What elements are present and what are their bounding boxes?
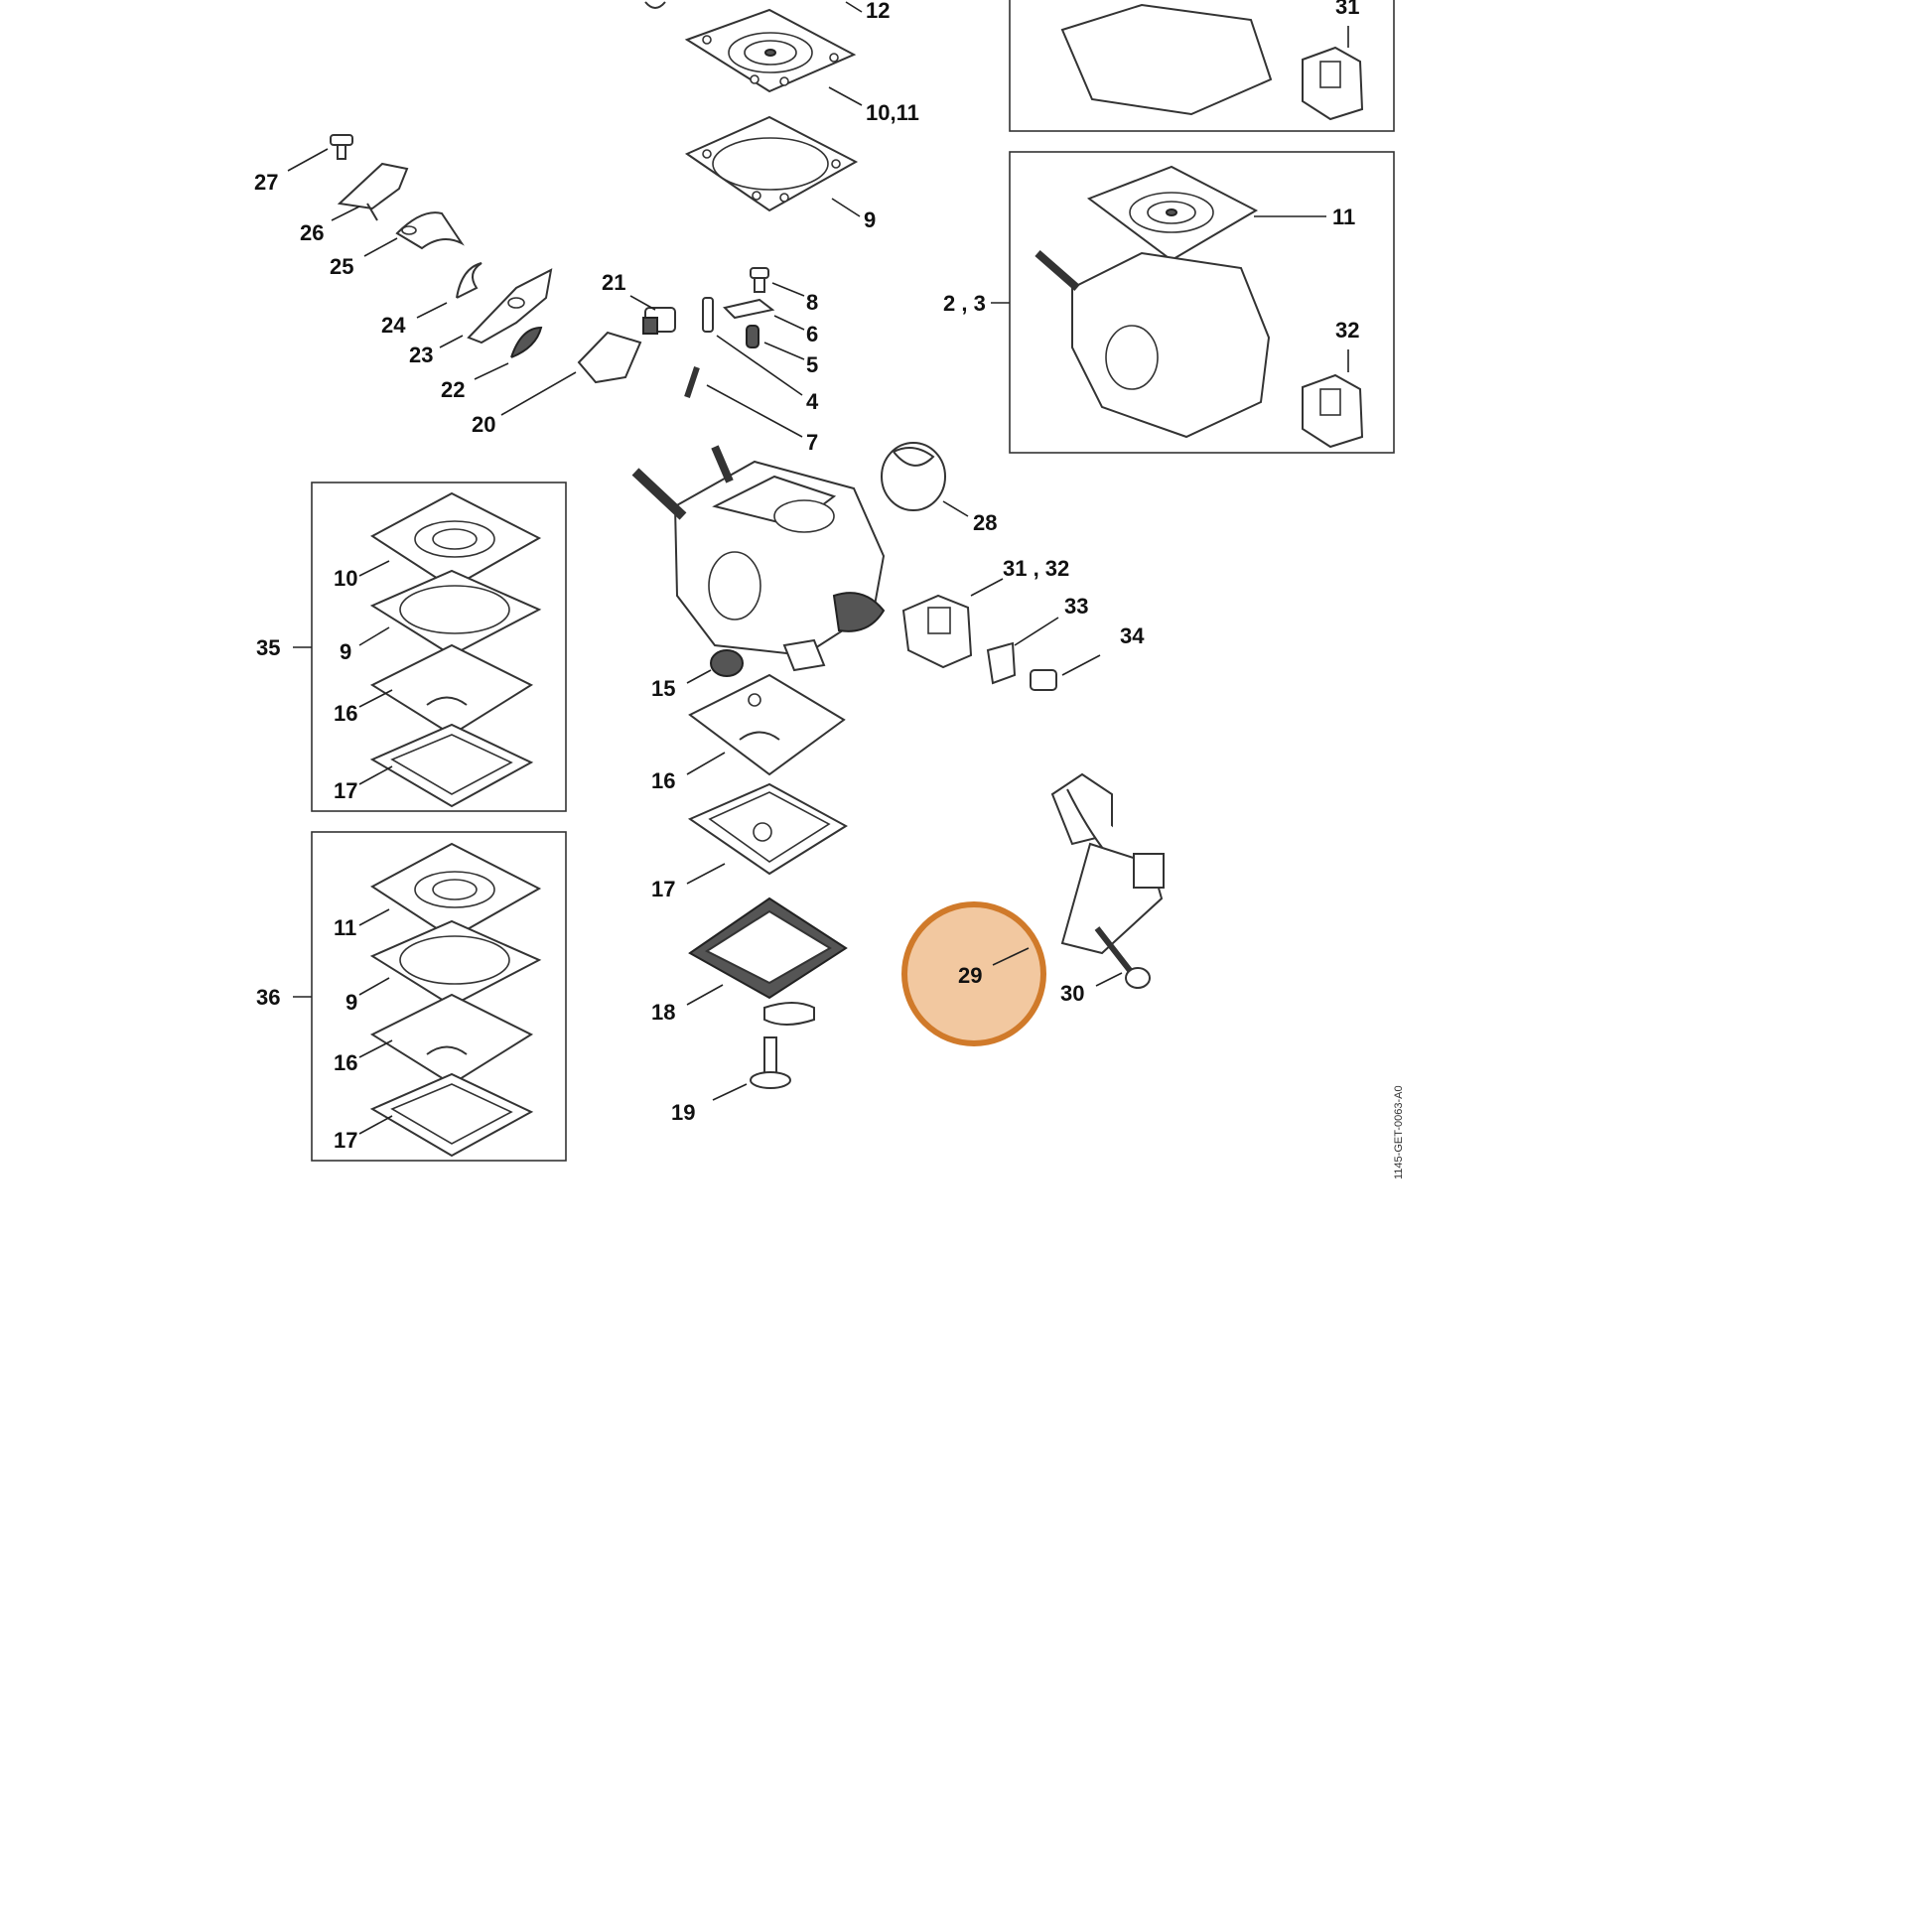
callout-17-k36[interactable]: 17 [334, 1128, 357, 1153]
part-12-screw[interactable] [644, 1, 863, 13]
part-22-spring[interactable] [474, 326, 543, 380]
callout-22[interactable]: 22 [441, 377, 465, 402]
callout-24[interactable]: 24 [381, 313, 406, 338]
callout-23[interactable]: 23 [409, 343, 433, 367]
part-34-screw[interactable] [1030, 654, 1101, 691]
part-21-screw[interactable] [629, 295, 676, 335]
part-7-shaft[interactable] [684, 366, 803, 438]
callout-19[interactable]: 19 [671, 1100, 695, 1125]
callout-7[interactable]: 7 [806, 430, 818, 455]
callout-32-box[interactable]: 32 [1335, 318, 1359, 343]
callout-16-k36[interactable]: 16 [334, 1050, 357, 1075]
callout-20[interactable]: 20 [472, 412, 495, 437]
part-26-lever[interactable] [331, 162, 409, 221]
part-19-screw[interactable] [712, 1036, 791, 1101]
part-29-throttle-lever[interactable] [992, 772, 1165, 972]
callout-11-k36[interactable]: 11 [334, 915, 356, 940]
part-31-32-plug[interactable] [901, 578, 1004, 669]
part-24-spring[interactable] [416, 262, 483, 319]
part-28-cap[interactable] [881, 442, 969, 517]
callout-36[interactable]: 36 [256, 985, 280, 1010]
callout-35[interactable]: 35 [256, 635, 280, 660]
variant-box-2-3 [991, 151, 1395, 454]
part-20-bearing-block[interactable] [500, 331, 642, 416]
callout-15[interactable]: 15 [651, 676, 675, 701]
kit-box-36 [293, 831, 567, 1162]
callout-9-top[interactable]: 9 [864, 207, 876, 232]
part-5-spring[interactable] [746, 325, 805, 360]
callout-8[interactable]: 8 [806, 290, 818, 315]
part-16-metering-gasket[interactable] [686, 673, 846, 776]
callout-28[interactable]: 28 [973, 510, 997, 535]
part-25-lever[interactable] [363, 211, 465, 257]
callout-9-k35[interactable]: 9 [340, 639, 351, 664]
part-15-filter[interactable] [686, 649, 744, 684]
callout-31-top[interactable]: 31 [1335, 0, 1359, 19]
callout-labels: 12 10,11 9 27 26 25 24 23 22 21 20 8 6 5… [254, 0, 1405, 1179]
callout-4[interactable]: 4 [806, 389, 819, 414]
callout-34[interactable]: 34 [1120, 623, 1145, 648]
callout-33[interactable]: 33 [1064, 594, 1088, 619]
part-4-needle[interactable] [702, 297, 803, 396]
callout-5[interactable]: 5 [806, 352, 818, 377]
callout-25[interactable]: 25 [330, 254, 353, 279]
callout-9-k36[interactable]: 9 [345, 990, 357, 1015]
callout-16-mid[interactable]: 16 [651, 768, 675, 793]
callout-17-k35[interactable]: 17 [334, 778, 357, 803]
callout-11-box[interactable]: 11 [1332, 205, 1355, 229]
part-23-lever-arm[interactable] [439, 268, 553, 348]
callout-10-k35[interactable]: 10 [334, 566, 357, 591]
highlighted-callout-29[interactable] [901, 901, 1046, 1046]
drawing-code: 1145-GET-0063-A0 [1393, 1085, 1405, 1179]
part-30-screw[interactable] [1094, 926, 1151, 989]
part-10-11-diaphragm[interactable] [684, 8, 863, 106]
part-8-screw[interactable] [750, 267, 805, 297]
part-27-pin[interactable] [287, 134, 353, 172]
callout-31-32[interactable]: 31 , 32 [1003, 556, 1069, 581]
callout-2-3[interactable]: 2 , 3 [943, 291, 986, 316]
part-6-lever[interactable] [723, 298, 805, 331]
part-17-pump-gasket[interactable] [686, 782, 848, 885]
callout-10-11[interactable]: 10,11 [866, 100, 919, 125]
callout-18[interactable]: 18 [651, 1000, 675, 1025]
part-9-gasket-top[interactable] [684, 115, 861, 217]
callout-21[interactable]: 21 [602, 270, 625, 295]
callout-17-mid[interactable]: 17 [651, 877, 675, 901]
kit-box-35 [293, 482, 567, 812]
highlight-callout-29-label[interactable]: 29 [958, 963, 982, 988]
part-18-cover-plate[interactable] [686, 897, 848, 1026]
variant-box-top [1009, 0, 1395, 132]
callout-30[interactable]: 30 [1060, 981, 1084, 1006]
part-33-clip[interactable] [986, 617, 1059, 685]
callout-26[interactable]: 26 [300, 220, 324, 245]
callout-16-k35[interactable]: 16 [334, 701, 357, 726]
callout-12[interactable]: 12 [866, 0, 890, 23]
main-carburetor-body[interactable] [631, 445, 886, 672]
callout-27[interactable]: 27 [254, 170, 278, 195]
callout-6[interactable]: 6 [806, 322, 818, 346]
